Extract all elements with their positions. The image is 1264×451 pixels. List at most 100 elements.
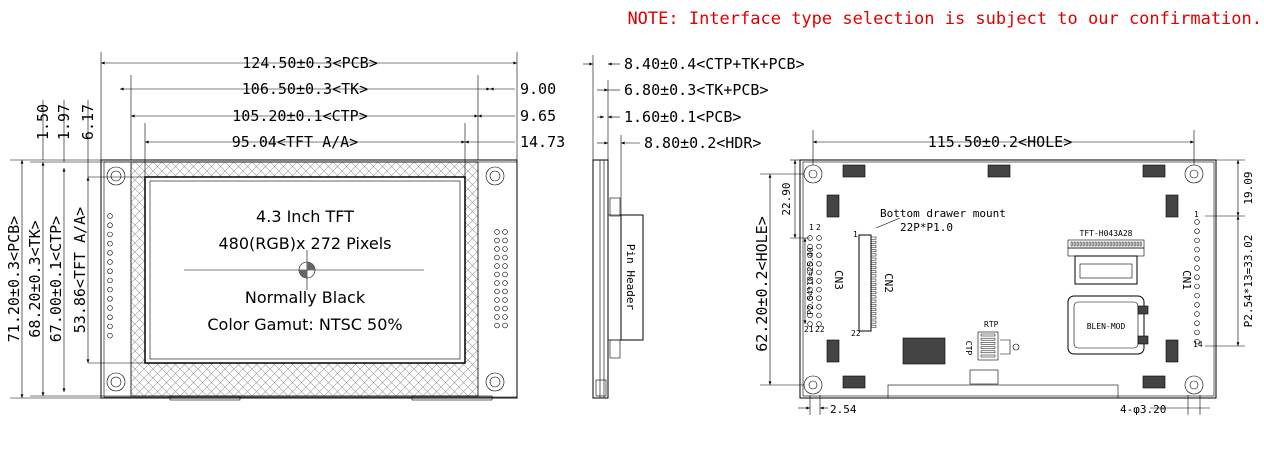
flex-pin [870, 316, 877, 320]
cn2-label: CN2 [882, 273, 895, 293]
tick [1076, 241, 1079, 247]
cn1-label: CN1 [1180, 270, 1193, 290]
pin [1194, 219, 1200, 225]
tick [1094, 241, 1097, 247]
pin [807, 278, 813, 284]
tick [1112, 241, 1115, 247]
tick [1130, 241, 1133, 247]
cn1-connector [1194, 219, 1200, 345]
pin [807, 321, 813, 327]
pin [816, 269, 822, 276]
pin [107, 286, 113, 293]
cn2-pin22-label: 22 [851, 329, 861, 338]
flex-pin [870, 274, 877, 278]
pin [816, 243, 822, 250]
tick [1115, 241, 1118, 247]
drawer-mount-label: Bottom drawer mount [880, 207, 1006, 220]
cn2-connector [858, 234, 872, 332]
dim-hole-height: 62.20±0.2<HOLE> [753, 216, 771, 351]
pin [816, 278, 822, 284]
tick [1100, 241, 1103, 247]
pin [502, 271, 508, 278]
tick [1124, 241, 1127, 247]
pin [816, 321, 822, 327]
pin [807, 243, 813, 250]
dim-tk-height: 68.20±0.3<TK> [26, 220, 44, 337]
back-view: Bottom drawer mount 22P*P1.0 1 22 CN2 1 … [753, 130, 1255, 416]
rtp-pin [980, 342, 996, 345]
pin [107, 250, 113, 256]
flex-pin [870, 240, 877, 244]
ic-block [902, 337, 946, 365]
pin [502, 263, 508, 269]
pin [494, 322, 500, 329]
pin [107, 240, 113, 247]
pin [807, 261, 813, 267]
dim-tft-height: 53.86<TFT A/A> [71, 207, 89, 333]
model-label: TFT-H043A28 [1080, 229, 1133, 238]
flex-pin [870, 287, 877, 290]
cn3-pin2-label: 2 [816, 223, 821, 232]
pin [1194, 338, 1200, 345]
flex-pin [870, 270, 877, 274]
side-body [592, 159, 609, 399]
cn1-pin14-label: 14 [1193, 340, 1203, 349]
dim-offset-900: 9.00 [520, 80, 556, 98]
pin [816, 295, 822, 301]
dim-v-617: 6.17 [79, 104, 97, 140]
pin [494, 297, 500, 303]
flex-pin [870, 299, 877, 303]
pin [1194, 256, 1200, 262]
flex-pin [870, 236, 877, 240]
pin [502, 288, 508, 295]
flex-pin [870, 278, 877, 282]
tick [1139, 241, 1142, 247]
tick [1121, 241, 1124, 247]
blen-label: BLEN-MOD [1087, 322, 1126, 331]
pin [107, 259, 113, 265]
flex-pin [870, 249, 877, 253]
dim-pitch-left: P2.54*10=25.40 [806, 247, 815, 315]
pin [107, 268, 113, 274]
pin-header-label: Pin Header [624, 244, 637, 311]
rtp-pin [980, 337, 996, 341]
pin [502, 237, 508, 244]
pin [1194, 311, 1200, 317]
back-pcb-outline [799, 159, 1217, 399]
pin [107, 314, 113, 320]
dim-v-2290: 22.90 [780, 182, 793, 215]
dim-header-height: 8.80±0.2<HDR> [644, 134, 761, 152]
pin [502, 297, 508, 303]
flex-pin [870, 295, 877, 299]
flex-pin [870, 257, 877, 261]
pin-row-left [107, 213, 113, 339]
dim-tk-width: 106.50±0.3<TK> [242, 80, 368, 98]
pin [816, 252, 822, 258]
cn3-pin1-label: 1 [809, 223, 814, 232]
flex-pin [870, 291, 877, 295]
flex-pin [870, 266, 877, 269]
pin [807, 252, 813, 258]
tick [1073, 241, 1076, 247]
flex-pin [870, 245, 877, 248]
cn2-pin1-label: 1 [853, 230, 858, 239]
tick [1118, 241, 1121, 247]
flex-pin [870, 253, 877, 257]
flex-pin [870, 303, 877, 307]
rtp-label: RTP [984, 320, 999, 329]
pin [494, 271, 500, 278]
pin [107, 231, 113, 238]
screen-size-text: 4.3 Inch TFT [256, 207, 354, 226]
pin [807, 295, 813, 301]
clip-pads [826, 164, 1179, 389]
pin [107, 332, 113, 339]
pin [502, 246, 508, 252]
blen-module [1067, 295, 1145, 355]
pin [1194, 320, 1200, 326]
pin [502, 280, 508, 286]
pin [107, 222, 113, 228]
drawer-pin-label: 22P*P1.0 [900, 221, 953, 234]
rtp-pin [980, 346, 996, 349]
pin [1194, 292, 1200, 299]
